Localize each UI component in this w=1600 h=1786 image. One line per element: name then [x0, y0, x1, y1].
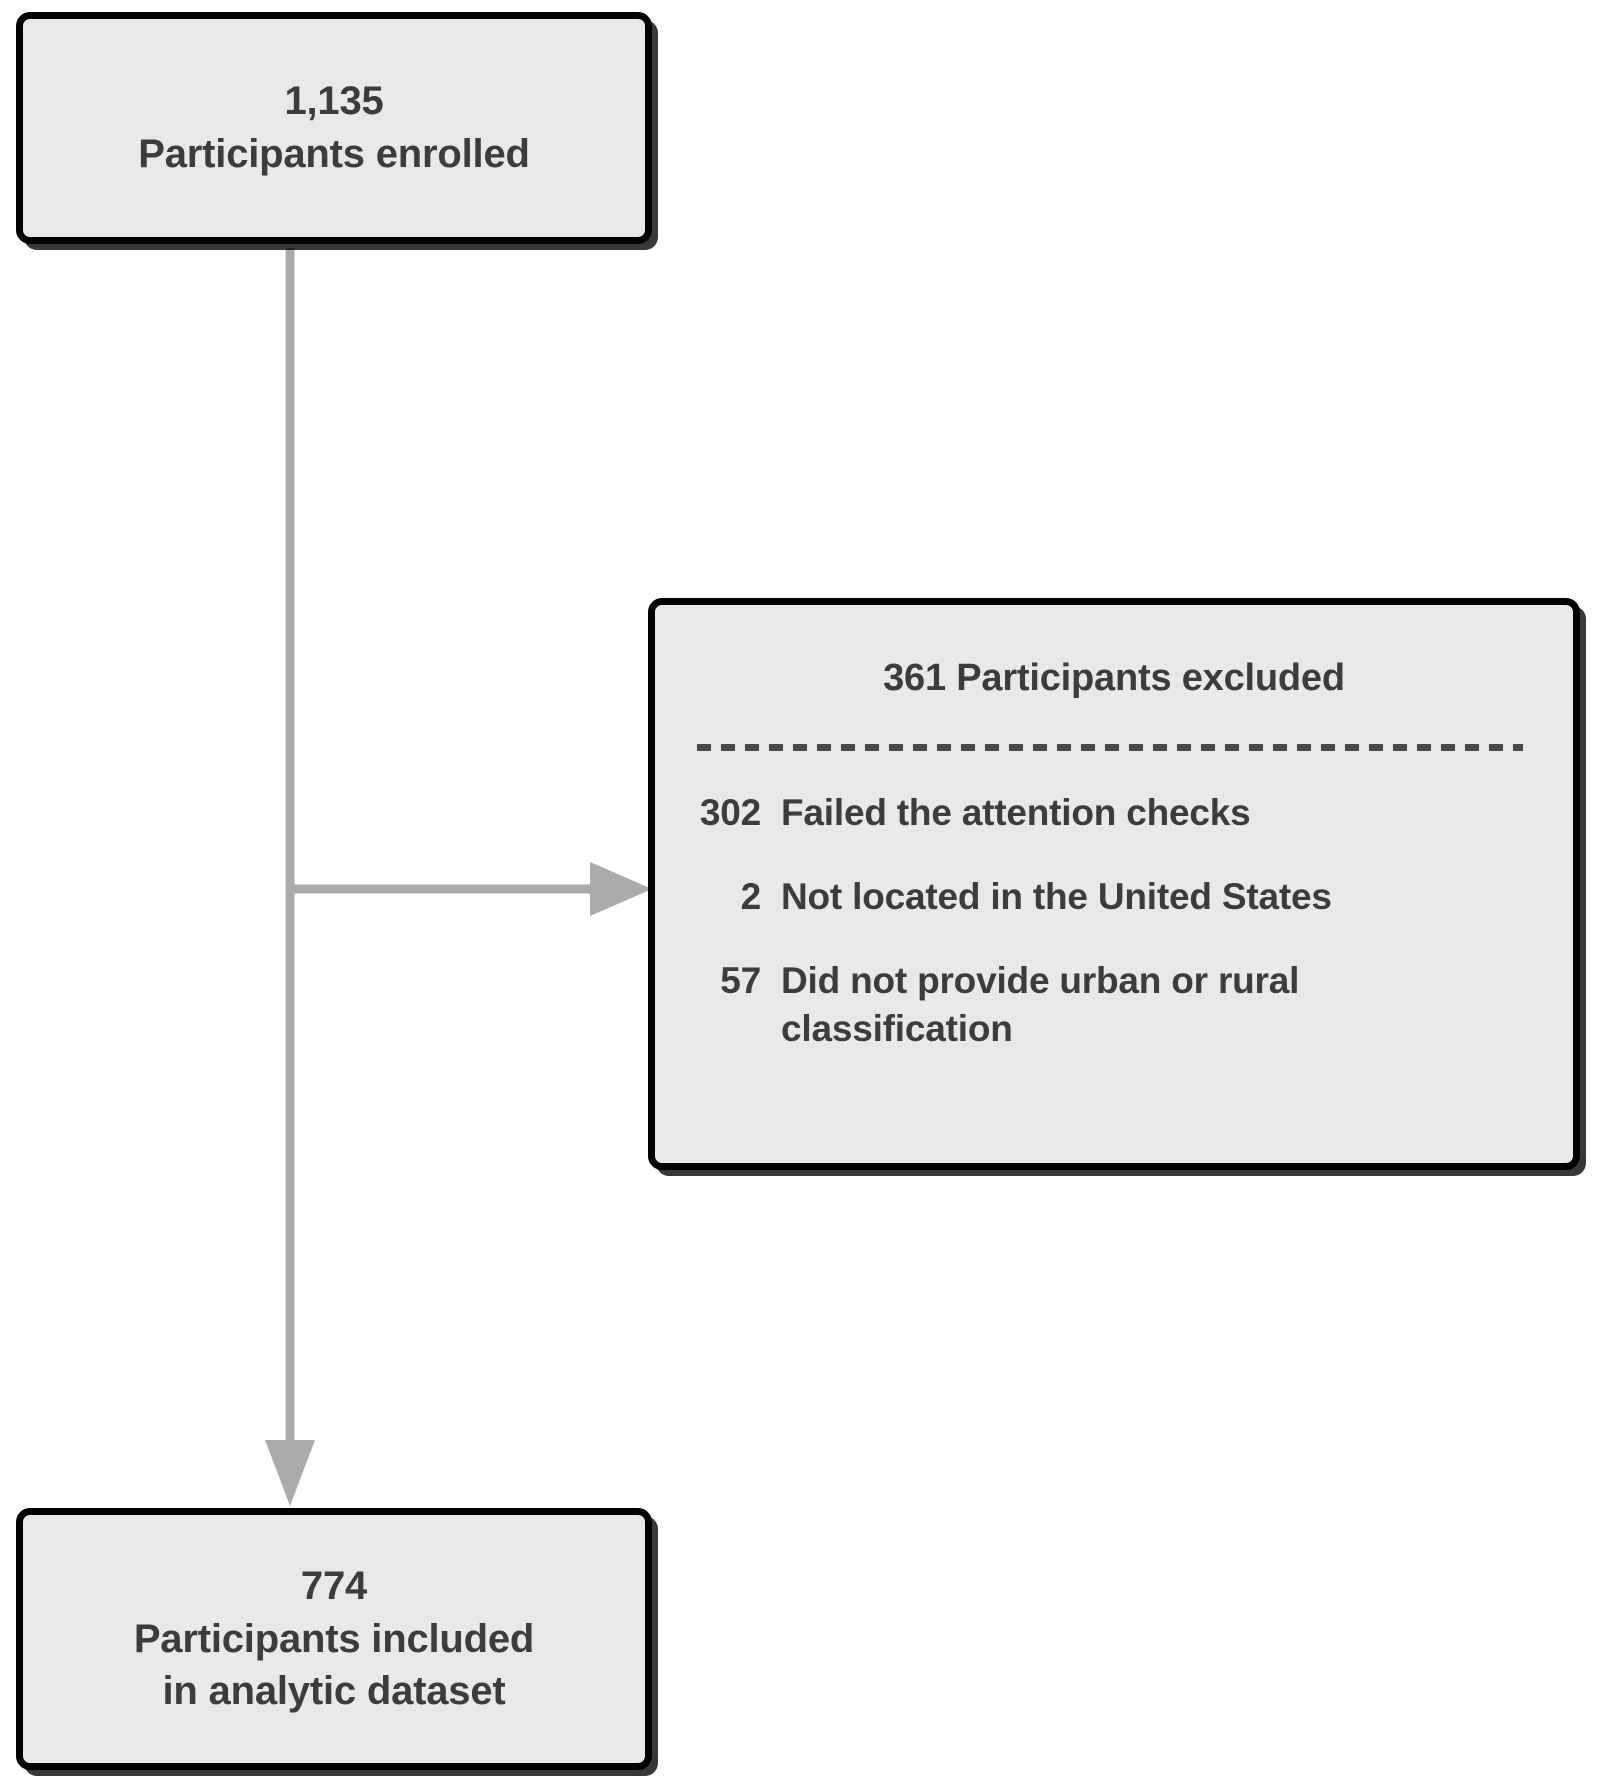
node-participants-excluded: 361 Participants excluded 302 Failed the… — [648, 598, 1580, 1170]
reason-label: Did not provide urban or rural classific… — [781, 960, 1300, 1050]
enrolled-label: Participants enrolled — [138, 132, 530, 176]
included-count: 774 — [300, 1563, 368, 1608]
right-arrow-head — [590, 862, 652, 916]
enrolled-count: 1,135 — [284, 79, 384, 124]
node-participants-included: 774 Participants included in analytic da… — [16, 1508, 652, 1770]
list-item: 302 Failed the attention checks — [689, 789, 1539, 837]
node-participants-enrolled-text: 1,135 Participants enrolled — [138, 75, 530, 181]
exclusion-reason-list: 302 Failed the attention checks 2 Not lo… — [689, 789, 1539, 1053]
dashed-divider — [697, 744, 1523, 751]
reason-count: 302 — [699, 792, 761, 833]
included-label-line2: in analytic dataset — [162, 1669, 506, 1714]
excluded-title: 361 Participants excluded — [883, 657, 1345, 699]
node-participants-enrolled: 1,135 Participants enrolled — [16, 12, 652, 244]
reason-count: 2 — [740, 876, 762, 918]
list-item: 57 Did not provide urban or rural classi… — [689, 957, 1539, 1053]
reason-count: 57 — [720, 960, 761, 1002]
list-item: 2 Not located in the United States — [689, 873, 1539, 921]
node-participants-included-text: 774 Participants included in analytic da… — [133, 1560, 535, 1718]
down-arrow-head — [265, 1440, 315, 1506]
reason-label: Not located in the United States — [781, 876, 1332, 918]
included-label-line1: Participants included — [133, 1616, 535, 1661]
reason-label: Failed the attention checks — [781, 792, 1251, 833]
